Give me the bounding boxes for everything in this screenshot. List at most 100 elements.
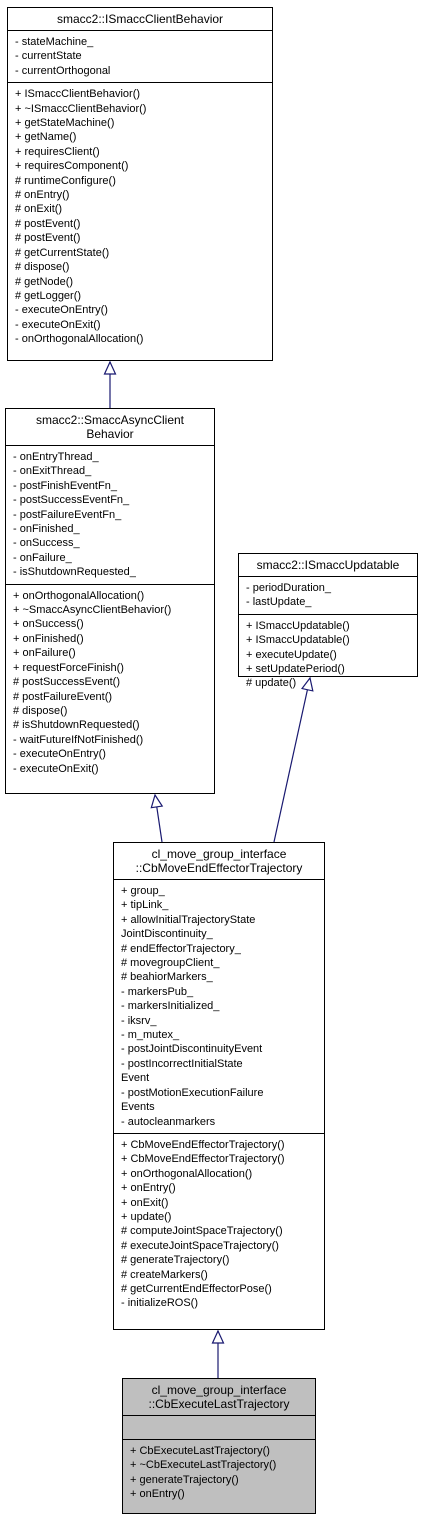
attribute-item: - currentState: [15, 50, 82, 63]
attribute-item: - isShutdownRequested_: [13, 566, 136, 579]
attributes-section: - onEntryThread_ - onExitThread_- postFin…: [6, 445, 214, 584]
attribute-item: - onSuccess_: [13, 537, 80, 550]
attribute-item: Events: [121, 1101, 155, 1114]
method-item: - waitFutureIfNotFinished(): [13, 733, 144, 746]
method-item: # dispose(): [13, 704, 68, 717]
method-item: + onOrthogonalAllocation(): [121, 1167, 253, 1180]
attribute-item: # movegroupClient_: [121, 957, 220, 970]
attribute-item: - autocleanmarkers: [121, 1115, 216, 1128]
class-box-ismacc-client-behavior[interactable]: smacc2::ISmaccClientBehavior - stateMach…: [7, 7, 273, 361]
edge-cbmove-to-updatable-arrowhead: [301, 676, 314, 692]
method-item: + ISmaccClientBehavior(): [15, 88, 141, 101]
methods-section: + CbExecuteLastTrajectory() + ~CbExecuteL…: [123, 1439, 315, 1506]
edge-cbmove-to-async-arrowhead: [150, 793, 164, 809]
class-box-ismacc-updatable[interactable]: smacc2::ISmaccUpdatable - periodDuration…: [238, 553, 418, 689]
attributes-section: - stateMachine_ - currentState- currentOr…: [8, 30, 272, 82]
method-item: - onOrthogonalAllocation(): [15, 333, 144, 346]
attribute-item: - postFinishEventFn_: [13, 479, 117, 492]
attribute-item: - postFailureEventFn_: [13, 508, 122, 521]
method-item: + onFinished(): [13, 632, 84, 645]
class-title-line: smacc2::ISmaccClientBehavior: [56, 12, 224, 26]
edge-cbmove-to-updatable-line: [273, 677, 311, 843]
attribute-item: - markersInitialized_: [121, 1000, 220, 1013]
attribute-item: - onFailure_: [13, 551, 72, 564]
method-item: # isShutdownRequested(): [13, 719, 140, 732]
attribute-item: - currentOrthogonal: [15, 64, 111, 77]
method-item: + onEntry(): [121, 1182, 176, 1195]
methods-section: + onOrthogonalAllocation() + ~SmaccAsyncC…: [6, 583, 214, 780]
method-item: # postEvent(): [15, 217, 81, 230]
edge-cbexec-to-cbmove-arrowhead: [211, 1329, 225, 1344]
method-item: - initializeROS(): [121, 1297, 199, 1310]
method-item: + onSuccess(): [13, 618, 84, 631]
method-item: + CbMoveEndEffectorTrajectory(): [121, 1138, 285, 1151]
method-item: # getCurrentState(): [15, 246, 110, 259]
method-item: # getNode(): [15, 275, 74, 288]
attribute-item: - lastUpdate_: [246, 596, 312, 609]
method-item: - executeOnEntry(): [15, 304, 108, 317]
methods-section: + CbMoveEndEffectorTrajectory()+ CbMoveE…: [114, 1132, 324, 1315]
method-item: # postEvent(): [15, 232, 81, 245]
attribute-item: - postJointDiscontinuityEvent: [121, 1043, 263, 1056]
attribute-item: - onExitThread_: [13, 465, 92, 478]
class-box-cb-execute-last-trajectory[interactable]: cl_move_group_interface::CbExecuteLastTr…: [122, 1378, 316, 1514]
method-item: # computeJointSpaceTrajectory(): [121, 1225, 283, 1238]
attribute-item: + tipLink_: [121, 899, 169, 912]
attribute-item: + group_: [121, 885, 165, 897]
attribute-item: - onFinished_: [13, 523, 80, 536]
class-title-line: cl_move_group_interface: [151, 847, 287, 861]
method-item: + getName(): [15, 131, 77, 144]
method-item: + CbExecuteLastTrajectory(): [130, 1445, 270, 1457]
class-title-line: Behavior: [86, 427, 134, 441]
method-item: + onOrthogonalAllocation(): [13, 589, 145, 602]
attribute-item: # beahiorMarkers_: [121, 971, 213, 984]
method-item: - executeOnExit(): [13, 762, 99, 775]
method-item: + requestForceFinish(): [13, 661, 124, 674]
method-item: # postSuccessEvent(): [13, 676, 120, 689]
method-item: + requiresClient(): [15, 145, 100, 158]
class-box-cb-move-end-effector-trajectory[interactable]: cl_move_group_interface::CbMoveEndEffect…: [113, 842, 325, 1330]
class-title-line: ::CbMoveEndEffectorTrajectory: [135, 861, 303, 875]
method-item: + onEntry(): [130, 1488, 185, 1501]
attribute-item: - postSuccessEventFn_: [13, 494, 130, 507]
method-item: # getCurrentEndEffectorPose(): [121, 1282, 272, 1295]
attribute-item: Event: [121, 1072, 150, 1085]
attribute-item: - iksrv_: [121, 1014, 157, 1027]
attribute-item: + allowInitialTrajectoryState: [121, 913, 256, 926]
class-title-line: cl_move_group_interface: [151, 1383, 287, 1397]
attributes-section: + group_ + tipLink_+ allowInitialTrajecto…: [114, 879, 324, 1133]
method-item: # getLogger(): [15, 289, 82, 302]
method-item: + executeUpdate(): [246, 648, 337, 661]
class-title-line: smacc2::ISmaccUpdatable: [256, 558, 400, 572]
class-title-line: ::CbExecuteLastTrajectory: [148, 1397, 290, 1411]
method-item: + ~ISmaccClientBehavior(): [15, 102, 147, 115]
method-item: # generateTrajectory(): [121, 1254, 230, 1267]
method-item: + ~CbExecuteLastTrajectory(): [130, 1459, 277, 1472]
attribute-item: - m_mutex_: [121, 1029, 180, 1042]
attribute-item: - postMotionExecutionFailure: [121, 1086, 264, 1099]
attribute-item: - postIncorrectInitialState: [121, 1057, 243, 1070]
attribute-item: - markersPub_: [121, 985, 194, 998]
class-title-line: smacc2::SmaccAsyncClient: [35, 413, 185, 427]
method-item: # executeJointSpaceTrajectory(): [121, 1239, 279, 1252]
method-item: # runtimeConfigure(): [15, 174, 116, 187]
method-item: + ISmaccUpdatable(): [246, 634, 350, 647]
attribute-item: JointDiscontinuity_: [121, 928, 213, 941]
class-title: cl_move_group_interface::CbMoveEndEffect…: [114, 843, 324, 879]
attribute-item: - onEntryThread_: [13, 451, 99, 463]
attributes-section: - periodDuration_ - lastUpdate_: [239, 576, 417, 614]
method-item: + getStateMachine(): [15, 117, 115, 130]
method-item: + onExit(): [121, 1196, 169, 1209]
class-title: smacc2::ISmaccClientBehavior: [8, 8, 272, 30]
method-item: + requiresComponent(): [15, 160, 129, 173]
attribute-item: - stateMachine_: [15, 36, 94, 48]
attribute-item: - periodDuration_: [246, 582, 331, 594]
method-item: + onFailure(): [13, 647, 76, 660]
method-item: # onExit(): [15, 203, 63, 216]
method-item: + ~SmaccAsyncClientBehavior(): [13, 604, 172, 617]
attribute-item: # endEffectorTrajectory_: [121, 942, 241, 955]
method-item: - executeOnEntry(): [13, 748, 106, 761]
